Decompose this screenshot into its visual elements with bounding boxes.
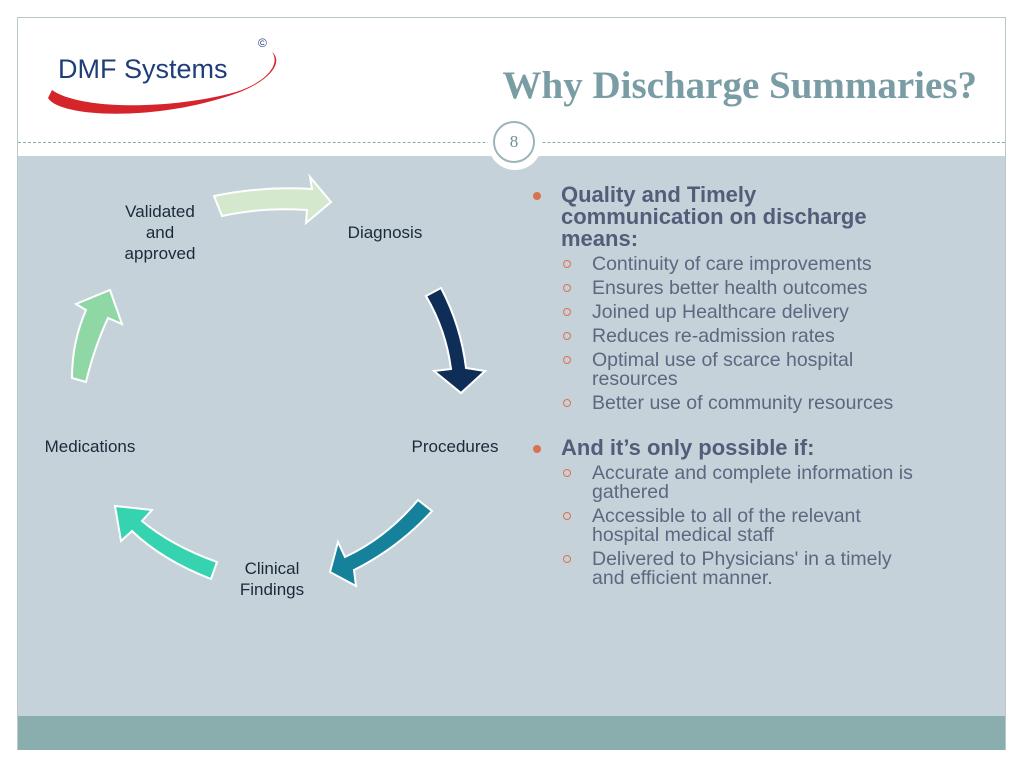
cycle-label-line: approved bbox=[124, 244, 196, 263]
slide-number: 8 bbox=[493, 121, 535, 163]
bullet-dot-icon bbox=[533, 445, 541, 453]
sub-bullet-ring-icon bbox=[563, 512, 571, 520]
bullet-dot-icon bbox=[533, 192, 541, 200]
cycle-label-line: and bbox=[145, 223, 175, 242]
bullet-line: Optimal use of scarce hospital bbox=[592, 349, 854, 371]
sub-bullet-ring-icon bbox=[563, 555, 571, 563]
sub-bullet-ring-icon bbox=[563, 308, 571, 316]
bullet-line: and efficient manner. bbox=[592, 567, 773, 589]
logo-swoosh-icon bbox=[48, 52, 277, 114]
bullet-line: Accurate and complete information is bbox=[592, 462, 913, 484]
cycle-label-procedures: Procedures bbox=[411, 437, 499, 456]
sub-bullet-ring-icon bbox=[563, 399, 571, 407]
cycle-label-line: Findings bbox=[239, 580, 305, 599]
bullet-line: resources bbox=[592, 368, 678, 390]
bullet-line: Reduces re-admission rates bbox=[592, 325, 835, 347]
footer-bar bbox=[18, 716, 1005, 750]
page-title: Why Discharge Summaries? bbox=[502, 64, 977, 107]
slide-number-badge: 8 bbox=[488, 116, 542, 170]
arrow-clinical-to-medications-icon bbox=[113, 504, 219, 581]
bullet-line: gathered bbox=[592, 481, 669, 503]
copyright-icon: © bbox=[258, 36, 267, 50]
bullet-line: communication on discharge bbox=[561, 204, 867, 229]
slide: DMF Systems © Why Discharge Summaries? 8 bbox=[17, 17, 1006, 750]
arrow-diagnosis-to-procedures-icon bbox=[424, 286, 488, 395]
cycle-label-clinical-findings: Clinical Findings bbox=[222, 558, 322, 600]
arrow-medications-to-validated-icon bbox=[70, 288, 124, 384]
cycle-label-diagnosis: Diagnosis bbox=[347, 223, 423, 242]
cycle-label-validated: Validated and approved bbox=[112, 201, 208, 264]
arrow-validated-to-diagnosis-icon bbox=[212, 173, 333, 226]
sub-bullet-ring-icon bbox=[563, 284, 571, 292]
sub-bullet-ring-icon bbox=[563, 260, 571, 268]
sub-bullet-item: Reduces re-admission rates bbox=[533, 325, 973, 347]
sub-bullet-item: Accessible to all of the relevant hospit… bbox=[533, 505, 973, 546]
content-panel bbox=[18, 156, 1005, 716]
sub-bullet-item: Accurate and complete information is gat… bbox=[533, 462, 973, 503]
bullet-line: Continuity of care improvements bbox=[592, 253, 872, 275]
bullet-line: Delivered to Physicians' in a timely bbox=[592, 548, 892, 570]
bullet-line: Accessible to all of the relevant bbox=[592, 505, 861, 527]
bullet-line: Better use of community resources bbox=[592, 392, 894, 414]
sub-bullet-item: Continuity of care improvements bbox=[533, 253, 973, 275]
bullet-line: And it’s only possible if: bbox=[561, 435, 815, 460]
bullet-line: hospital medical staff bbox=[592, 524, 774, 546]
bullet-line: Quality and Timely bbox=[561, 182, 757, 207]
cycle-label-line: Validated bbox=[125, 202, 195, 221]
bullet-heading-possible-if: And it’s only possible if: bbox=[533, 437, 973, 459]
bullet-line: Ensures better health outcomes bbox=[592, 277, 868, 299]
bullet-list: Quality and Timely communication on disc… bbox=[533, 184, 973, 588]
logo-text: DMF Systems bbox=[58, 54, 228, 84]
spacer bbox=[533, 413, 973, 437]
sub-bullet-item: Ensures better health outcomes bbox=[533, 277, 973, 299]
sub-bullet-item: Better use of community resources bbox=[533, 392, 973, 414]
sub-bullet-item: Delivered to Physicians' in a timely and… bbox=[533, 548, 973, 589]
sub-bullet-ring-icon bbox=[563, 356, 571, 364]
bullet-line: means: bbox=[561, 226, 639, 251]
cycle-label-medications: Medications bbox=[44, 437, 136, 456]
sub-bullet-ring-icon bbox=[563, 469, 571, 477]
cycle-label-line: Clinical bbox=[244, 559, 300, 578]
sub-bullet-ring-icon bbox=[563, 332, 571, 340]
bullet-heading-quality: Quality and Timely communication on disc… bbox=[533, 184, 973, 250]
arrow-procedures-to-clinical-icon bbox=[328, 498, 434, 588]
sub-bullet-item: Optimal use of scarce hospital resources bbox=[533, 349, 973, 390]
bullet-line: Joined up Healthcare delivery bbox=[592, 301, 849, 323]
sub-bullet-item: Joined up Healthcare delivery bbox=[533, 301, 973, 323]
